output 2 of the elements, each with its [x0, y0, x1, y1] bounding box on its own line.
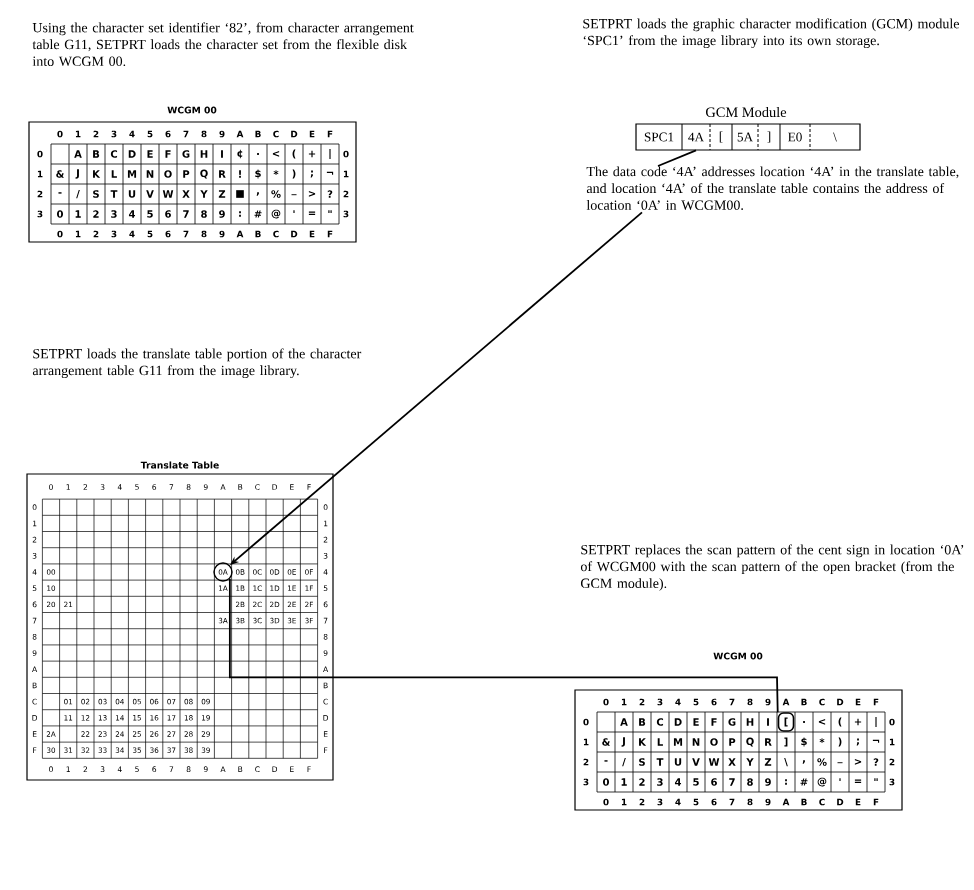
connector-line: [228, 577, 779, 714]
connector-line: [657, 149, 697, 167]
